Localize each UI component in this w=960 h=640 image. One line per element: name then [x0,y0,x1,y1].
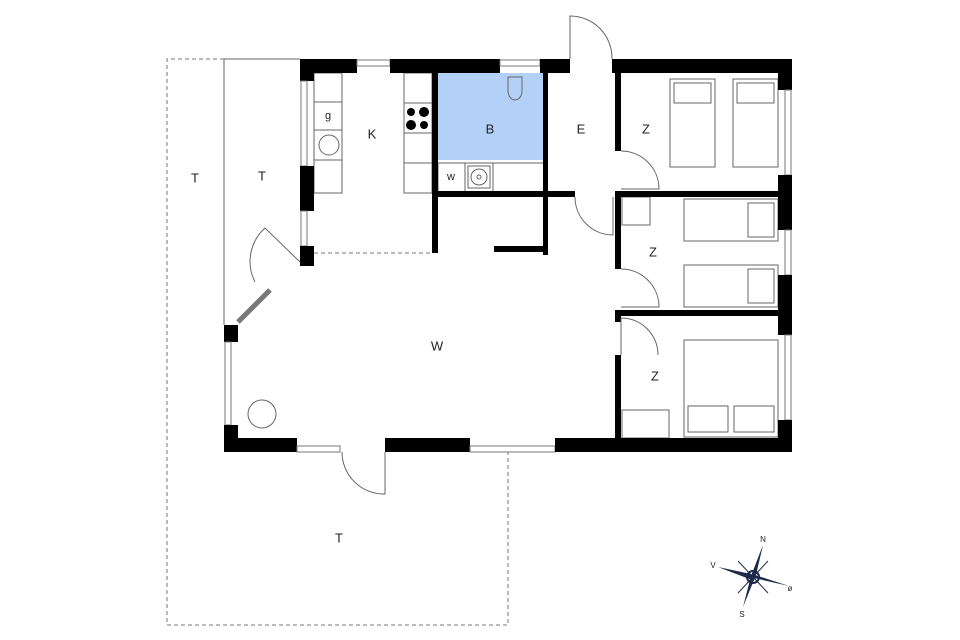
compass-west: V [710,561,716,570]
doors [249,15,660,495]
stove-icon [406,107,429,130]
kitchen-counter-left [313,72,343,194]
walls [224,59,792,453]
washing-machine-icon [467,165,491,189]
label-entrance: E [577,121,586,136]
label-gas: g [325,110,331,122]
bed [669,78,716,168]
label-washer: w [446,171,455,183]
bed [683,198,779,242]
nightstand [621,196,651,226]
label-bathroom: B [486,121,495,136]
bathroom-floor [438,73,545,160]
table-icon [247,399,277,429]
terrace-outline [166,58,509,626]
compass-north: N [760,535,766,544]
bed [732,78,779,168]
label-bedroom-1: Z [642,121,650,136]
label-kitchen: K [368,126,377,141]
compass-south: S [739,610,744,619]
compass-east: ø [788,584,793,593]
label-living: W [431,338,444,353]
double-bed [683,339,779,438]
label-terrace-bottom: T [335,530,343,545]
label-terrace-inner: T [258,168,266,183]
bed [683,264,779,308]
compass-rose-icon [718,545,789,607]
label-terrace-outer: T [191,170,199,185]
nightstand [621,409,670,439]
label-bedroom-3: Z [651,368,659,383]
label-bedroom-2: Z [649,244,657,259]
toilet-icon [507,76,523,101]
sink-icon [318,134,340,156]
